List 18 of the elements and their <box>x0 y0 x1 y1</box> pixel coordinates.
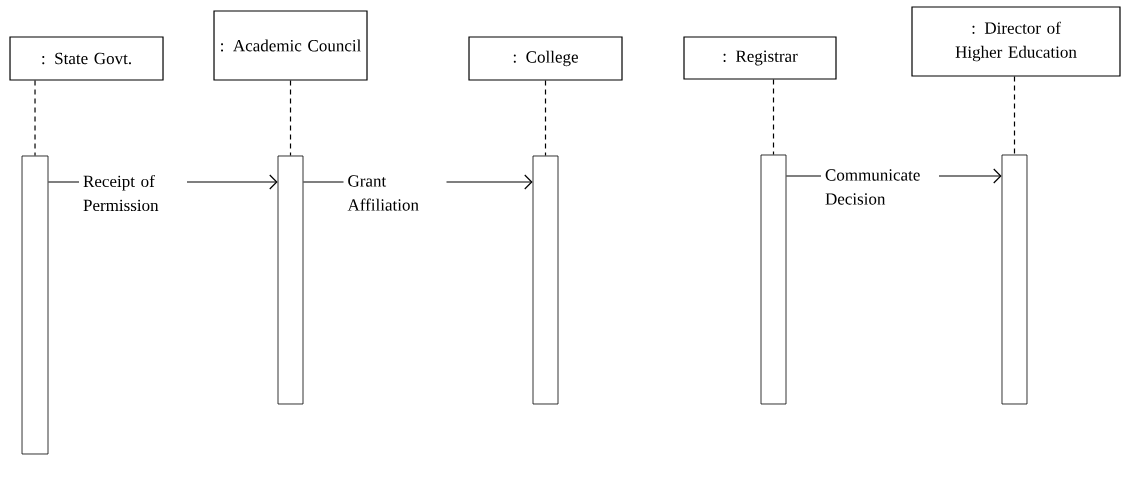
message-label: Communicate Decision <box>821 165 939 209</box>
lifeline <box>34 80 36 157</box>
lifeline <box>289 80 292 157</box>
lifeline-head-box: : Academic Council <box>213 10 368 81</box>
activation-bar <box>760 154 787 405</box>
message-label: Grant Affiliation <box>343 171 447 215</box>
activation-bar <box>21 155 49 455</box>
activation-bar <box>532 155 559 405</box>
lifeline <box>1013 76 1016 156</box>
activation-bar <box>277 155 304 405</box>
lifeline-head-box: : Director of Higher Education <box>911 6 1121 77</box>
activation-bar <box>1001 154 1028 405</box>
message-label: Receipt of Permission <box>79 170 187 216</box>
lifeline-head-box: : Registrar <box>683 36 837 80</box>
lifeline <box>544 80 547 157</box>
lifeline <box>772 79 775 156</box>
lifeline-head-box: : College <box>468 36 623 81</box>
lifeline-head-box: : State Govt. <box>9 36 164 81</box>
